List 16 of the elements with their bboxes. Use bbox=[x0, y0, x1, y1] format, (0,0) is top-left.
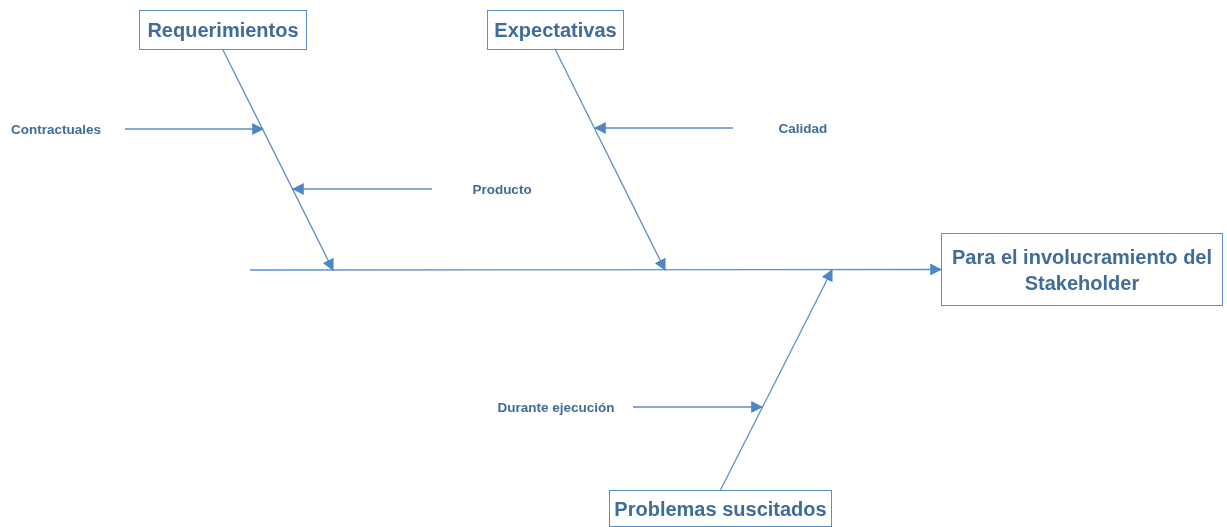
arrow bbox=[222, 49, 334, 272]
effect-box: Para el involucramiento del Stakeholder bbox=[941, 233, 1223, 306]
cause-label: Producto bbox=[462, 179, 542, 199]
arrow bbox=[593, 122, 734, 134]
spine-arrow bbox=[249, 263, 943, 276]
cause-label: Calidad bbox=[770, 118, 836, 138]
category-box: Problemas suscitados bbox=[609, 490, 832, 527]
arrow bbox=[291, 183, 433, 195]
arrow bbox=[632, 401, 764, 413]
category-box: Expectativas bbox=[487, 10, 624, 50]
category-box: Requerimientos bbox=[139, 10, 307, 50]
cause-label: Contractuales bbox=[6, 119, 106, 139]
arrow bbox=[124, 123, 265, 135]
arrow bbox=[719, 268, 833, 491]
cause-label: Durante ejecución bbox=[488, 397, 624, 417]
arrow bbox=[554, 49, 666, 272]
